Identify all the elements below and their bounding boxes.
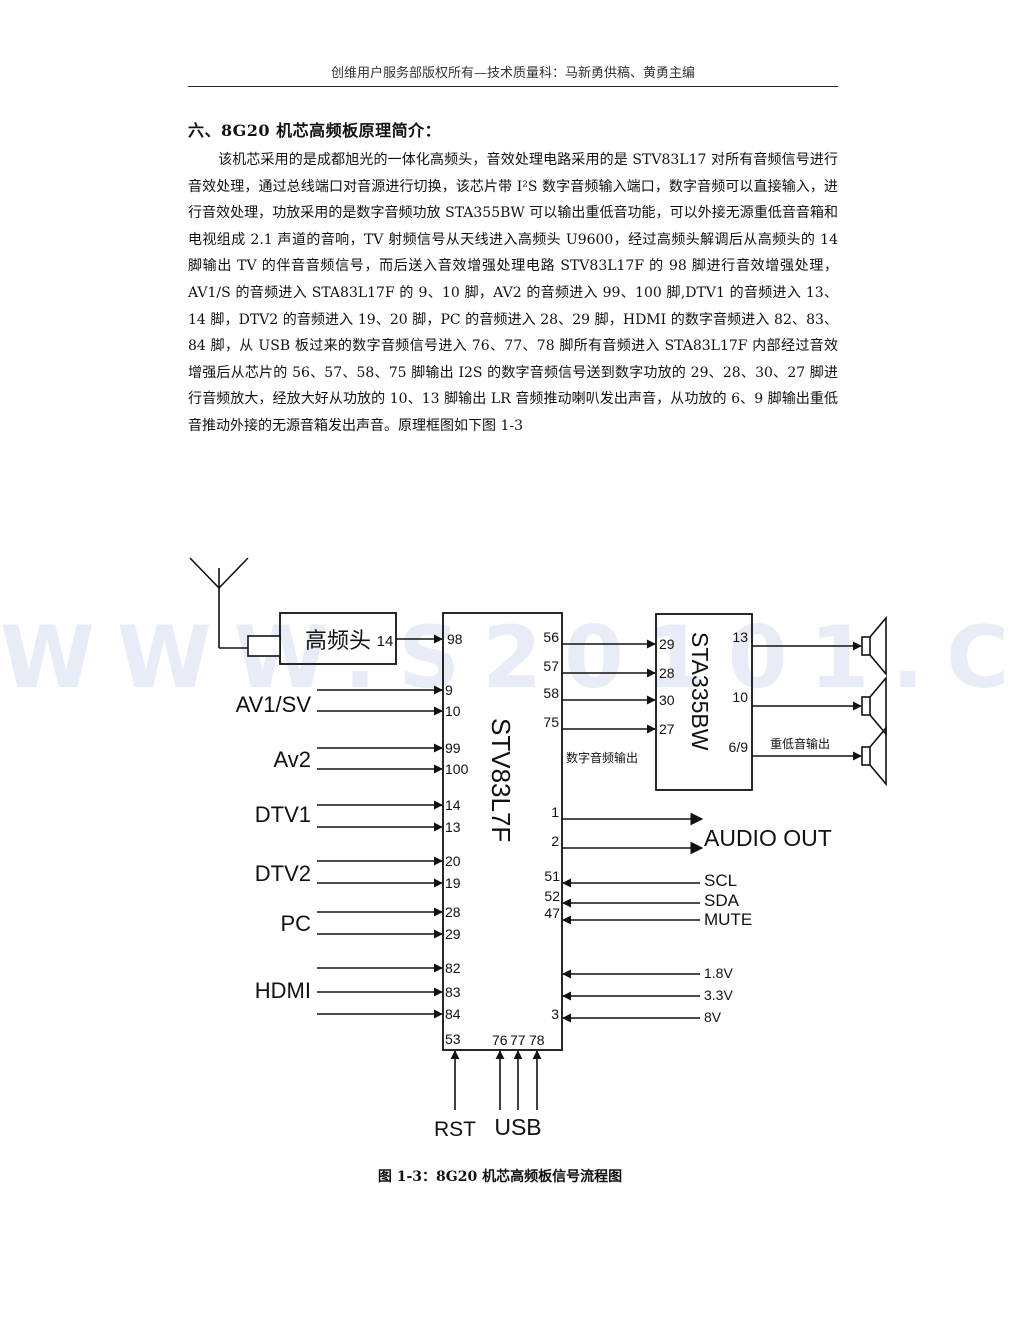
input-pin-9: 9 [445,682,453,698]
power-label-2: 8V [704,1009,722,1025]
bus-signals: 51 SCL 52 SDA 47 MUTE [544,868,752,929]
input-label-3: DTV2 [255,861,311,886]
input-label-0: AV1/SV [236,692,312,717]
amp-out-pin-2: 6/9 [729,739,749,755]
power-inputs: 1.8V 3.3V 3 8V [551,965,733,1025]
amp-in-pin-29: 29 [659,636,675,652]
antenna-icon [189,557,249,649]
input-pin-83: 83 [445,984,461,1000]
figure-caption: 图 1-3：8G20 机芯高频板信号流程图 [377,1169,623,1185]
amp-box [655,613,753,791]
amp-outputs: 13 10 6/9 [729,615,887,787]
input-pin-99: 99 [445,740,461,756]
chip-label: STV83L7F [486,718,516,842]
input-pin-19: 19 [445,875,461,891]
power-label-1: 3.3V [704,987,733,1003]
input-pin-10: 10 [445,703,461,719]
chip-digital-outputs: 56 29 57 28 58 30 75 27 [543,629,674,737]
input-pin-28: 28 [445,904,461,920]
page-header: 创维用户服务部版权所有—技术质量科：马新勇供稿、黄勇主编 [188,64,838,87]
input-pin-82: 82 [445,960,461,976]
audio-out-pin-1: 1 [551,804,559,820]
input-label-5: HDMI [255,978,311,1003]
chip-out-pin-58: 58 [543,685,559,701]
speaker-magnet [861,746,871,766]
speaker-magnet [861,636,871,656]
usb-pin-76: 76 [492,1032,508,1048]
amp-label: STA335BW [687,632,713,751]
rst-label: RST [434,1118,476,1141]
input-pin-84: 84 [445,1006,461,1022]
input-pin-20: 20 [445,853,461,869]
sub-out-label: 重低音输出 [770,736,830,751]
input-label-4: PC [280,911,311,936]
amp-in-pin-30: 30 [659,692,675,708]
power-pin-3: 3 [551,1006,559,1022]
input-label-2: DTV1 [255,802,311,827]
input-pin-14: 14 [445,797,461,813]
usb-label: USB [494,1114,541,1140]
bus-label-2: MUTE [704,910,752,929]
speaker-cone [869,675,887,737]
audio-out-label: AUDIO OUT [704,825,832,851]
digital-out-label: 数字音频输出 [566,750,638,765]
amp-out-pin-0: 13 [732,629,748,645]
audio-out-pin-2: 2 [551,833,559,849]
speaker-cone [869,725,887,787]
usb-pin-77: 77 [510,1032,526,1048]
bus-label-1: SDA [704,891,740,910]
bus-pin-52: 52 [544,888,560,904]
tuner-label: 高频头 [305,629,371,654]
amp-in-pin-27: 27 [659,721,675,737]
chip-out-pin-75: 75 [543,714,559,730]
rst-pin: 53 [445,1031,461,1047]
speaker-icon [861,615,887,677]
section-title: 六、8G20 机芯高频板原理简介： [188,121,442,140]
chip-out-pin-56: 56 [543,629,559,645]
input-label-1: Av2 [273,747,311,772]
input-pin-29: 29 [445,926,461,942]
input-pin-100: 100 [445,761,469,777]
bus-pin-51: 51 [544,868,560,884]
chip-box [442,612,563,1051]
audio-out-lines: 12 [551,804,704,855]
input-pin-13: 13 [445,819,461,835]
tuner-pin: 14 [377,633,394,650]
chip-pin-98: 98 [447,631,463,647]
speaker-magnet [861,696,871,716]
paragraph-text: 该机芯采用的是成都旭光的一体化高频头，音效处理电路采用的是 STV83L17 对… [188,152,838,434]
body-paragraph: 该机芯采用的是成都旭光的一体化高频头，音效处理电路采用的是 STV83L17 对… [188,147,838,440]
bus-label-0: SCL [704,871,737,890]
speaker-icon [861,725,887,787]
chip-out-pin-57: 57 [543,658,559,674]
usb-pin-78: 78 [529,1032,545,1048]
speaker-cone [869,615,887,677]
power-label-0: 1.8V [704,965,733,981]
amp-out-pin-1: 10 [732,689,748,705]
amp-in-pin-28: 28 [659,665,675,681]
bus-pin-47: 47 [544,905,560,921]
speaker-icon [861,675,887,737]
tuner-connector [247,635,281,657]
